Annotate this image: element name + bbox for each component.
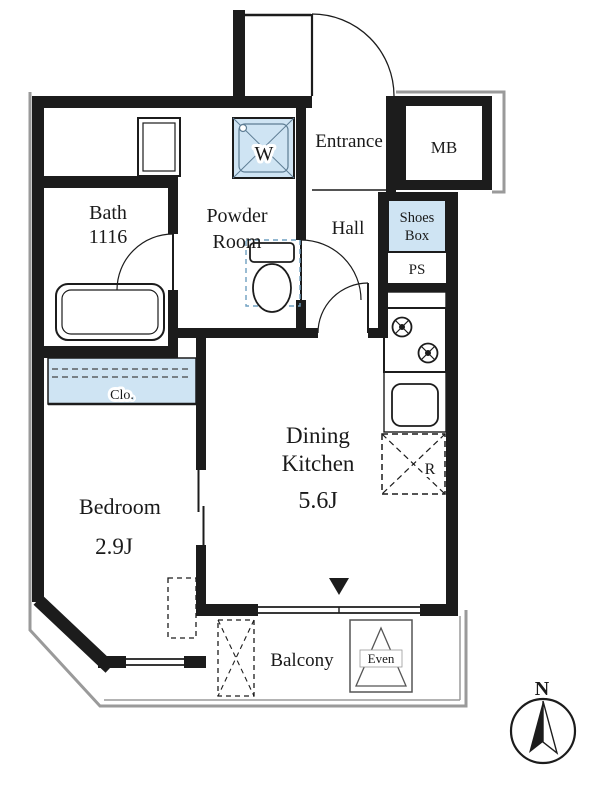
dk-label-2: Kitchen <box>282 451 355 476</box>
wall-left <box>32 96 44 602</box>
kitchen-sink <box>391 383 439 427</box>
entrance-door-arc <box>311 13 395 97</box>
wall-bedroom-bottom-right <box>184 656 206 668</box>
ps-label: PS <box>409 262 426 278</box>
washer-label: W <box>255 143 274 165</box>
dk-label-1: Dining <box>286 423 350 448</box>
wall-right <box>446 192 458 616</box>
wall-bedroom-dk-lower <box>196 545 206 616</box>
washer-diagonal-2 <box>232 117 295 179</box>
toilet-tank <box>249 242 295 263</box>
building-edge-left-bottom <box>28 92 468 708</box>
wall-top-mid <box>243 96 312 108</box>
compass: N <box>509 675 577 765</box>
walls <box>32 10 492 673</box>
shoes-box-label-2: Box <box>405 228 430 244</box>
compass-needle-light <box>542 700 559 755</box>
wall-powder-hall-lower <box>296 300 306 338</box>
wall-bedroom-bottom-left <box>98 656 126 668</box>
washer-drain-icon <box>238 123 248 133</box>
balcony-partition-dashed-box <box>217 619 255 697</box>
shoes-box-label-1: Shoes <box>400 210 435 226</box>
wall-powder-joint <box>168 328 178 358</box>
wall-bath-right-upper <box>168 188 178 234</box>
bath-fixtures <box>55 283 165 341</box>
washer-inner-pan <box>238 123 289 173</box>
kitchen-counter <box>383 291 447 433</box>
wall-entrance-right <box>386 96 396 192</box>
bath-size-label: 1116 <box>89 226 128 248</box>
entry-direction-marker <box>329 578 349 595</box>
wall-door-alcove <box>233 10 245 108</box>
powder-room-label-1: Powder <box>206 205 267 227</box>
bathtub-inner <box>61 289 159 335</box>
mb-box-walls <box>396 96 492 190</box>
wall-ps-bottom <box>378 283 458 292</box>
stove-burner-1 <box>391 316 413 338</box>
bedroom-label: Bedroom <box>79 494 161 519</box>
closet-label: Clo. <box>110 388 134 403</box>
powder-fixtures <box>137 117 301 313</box>
kitchen-fixtures <box>381 291 447 495</box>
wall-shoesbox-top <box>378 192 458 200</box>
bath-door-arc <box>116 233 174 291</box>
bedroom-size-label: 2.9J <box>95 534 133 559</box>
wall-powder-hall-upper <box>296 108 306 240</box>
openings <box>126 189 446 666</box>
compass-needle-dark <box>529 701 543 753</box>
wall-bath-bottom <box>40 346 178 358</box>
hall-label: Hall <box>332 218 365 239</box>
balcony-label: Balcony <box>270 650 334 671</box>
bathtub-outer <box>55 283 165 341</box>
wall-bedroom-dk-upper <box>196 338 206 470</box>
shoes-box-area <box>387 199 447 253</box>
room-labels: Entrance MB Hall Shoes Box PS Bath 1116 … <box>79 131 457 671</box>
wall-hall-shoesbox <box>378 192 388 338</box>
blue-fixtures <box>47 117 447 406</box>
balcony-fixtures <box>217 619 413 697</box>
wall-powder-bottom <box>168 328 308 338</box>
wall-dk-bottom-left <box>196 604 258 616</box>
mb-label: MB <box>431 138 457 157</box>
stove-box <box>383 307 447 373</box>
doors <box>116 13 395 334</box>
entrance-label: Entrance <box>315 131 383 152</box>
water-heater-inner <box>142 122 176 172</box>
wall-hall-dk-right <box>368 328 386 338</box>
wall-dk-bottom-right <box>420 604 458 616</box>
stove-burner-2 <box>417 342 439 364</box>
wall-hall-dk-left <box>306 328 318 338</box>
toilet-bowl <box>252 263 292 313</box>
wall-bath-right-lower <box>168 290 178 354</box>
dk-door-arc <box>317 282 369 334</box>
wall-top-left <box>32 96 243 108</box>
water-heater-outer <box>137 117 181 177</box>
fridge-space <box>381 433 446 495</box>
building-edge-mb <box>396 90 506 194</box>
refrigerator-label: R <box>425 461 436 478</box>
evacuation-hatch <box>349 619 413 693</box>
wall-bath-top <box>44 176 178 188</box>
powder-door-arc <box>300 239 362 301</box>
evacuation-hatch-label: Even <box>368 651 395 666</box>
powder-room-label-2: Room <box>213 231 262 253</box>
bath-label: Bath <box>89 202 127 224</box>
dk-size-label: 5.6J <box>298 488 337 514</box>
ac-unit-dashed-box <box>167 577 197 639</box>
compass-north-label: N <box>535 678 550 700</box>
exterior-outline <box>28 90 506 708</box>
